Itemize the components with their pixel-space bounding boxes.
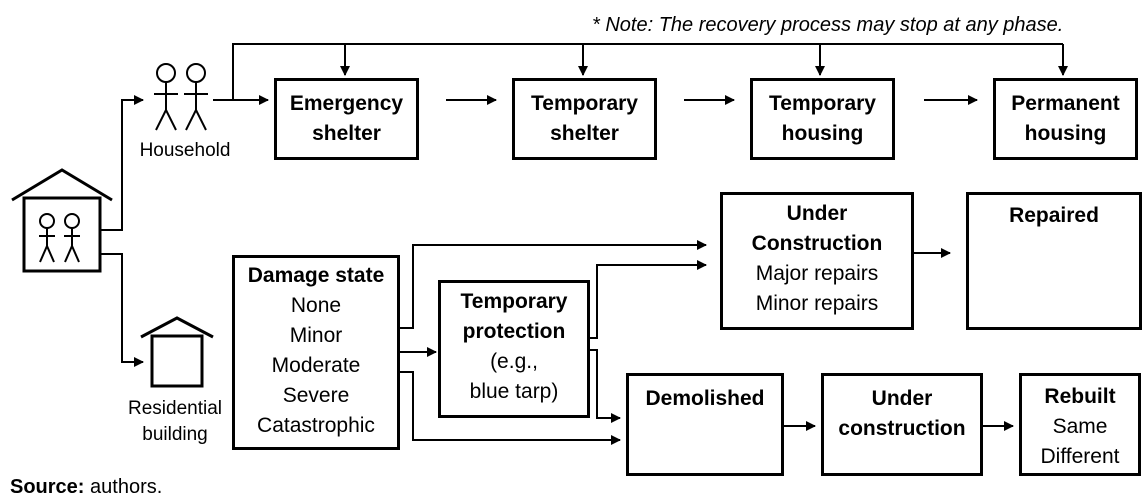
rebuilt-box: Rebuilt Same Different [1019, 373, 1141, 476]
source-text: authors. [84, 476, 163, 498]
temporary-protection-line1: Temporary [460, 290, 568, 313]
temporary-protection-line2: protection [462, 320, 566, 343]
building-icon [140, 316, 214, 388]
temporary-protection-line3: (e.g., [490, 350, 538, 373]
note-text: * Note: The recovery process may stop at… [592, 14, 1064, 36]
under-construction-rebuild-line2: construction [838, 417, 966, 440]
couple-icon [39, 213, 80, 263]
connectors [100, 43, 1068, 445]
source-label: Source: [10, 476, 85, 498]
residential-building-label: Residential building [112, 396, 238, 448]
source-caption: Source: authors. [10, 476, 162, 499]
temporary-housing-box: Temporary housing [750, 78, 895, 160]
household-label: Household [139, 140, 231, 161]
damage-state-item: Catastrophic [257, 414, 375, 437]
temporary-protection-box: Temporary protection (e.g., blue tarp) [438, 280, 590, 418]
residential-label-line2: building [142, 424, 208, 445]
demolished-box: Demolished [626, 373, 784, 476]
under-construction-repairs-box: Under Construction Major repairs Minor r… [720, 192, 914, 330]
temporary-shelter-line1: Temporary [531, 92, 638, 115]
under-construction-rebuild-line1: Under [871, 387, 933, 410]
temporary-housing-line2: housing [781, 122, 864, 145]
damage-state-item: Moderate [271, 354, 361, 377]
damage-state-item: Severe [282, 384, 350, 407]
temporary-shelter-line2: shelter [550, 122, 619, 145]
temporary-housing-line1: Temporary [769, 92, 876, 115]
rebuilt-title: Rebuilt [1044, 385, 1116, 408]
under-construction-rebuild-box: Under construction [821, 373, 983, 476]
damage-state-item: Minor [289, 324, 343, 347]
damage-state-box: Damage state None Minor Moderate Severe … [232, 255, 400, 450]
repaired-label: Repaired [1009, 204, 1099, 227]
repaired-box: Repaired [966, 192, 1142, 330]
under-construction-line2: Construction [751, 232, 883, 255]
household-people-icon [154, 63, 208, 131]
demolished-label: Demolished [645, 387, 765, 410]
temporary-protection-line4: blue tarp) [469, 380, 559, 403]
house-icon [11, 168, 113, 273]
residential-label-line1: Residential [128, 398, 222, 419]
permanent-housing-line1: Permanent [1011, 92, 1120, 115]
rebuilt-item: Same [1052, 415, 1108, 438]
repair-type-item: Major repairs [755, 262, 879, 285]
under-construction-line1: Under [786, 202, 848, 225]
emergency-shelter-box: Emergency shelter [274, 78, 419, 160]
permanent-housing-line2: housing [1024, 122, 1107, 145]
damage-state-item: None [290, 294, 342, 317]
emergency-shelter-line1: Emergency [289, 92, 404, 115]
temporary-shelter-box: Temporary shelter [512, 78, 657, 160]
permanent-housing-box: Permanent housing [993, 78, 1138, 160]
damage-state-title: Damage state [247, 264, 385, 287]
emergency-shelter-line2: shelter [312, 122, 381, 145]
repair-type-item: Minor repairs [755, 292, 879, 315]
rebuilt-item: Different [1040, 445, 1120, 468]
